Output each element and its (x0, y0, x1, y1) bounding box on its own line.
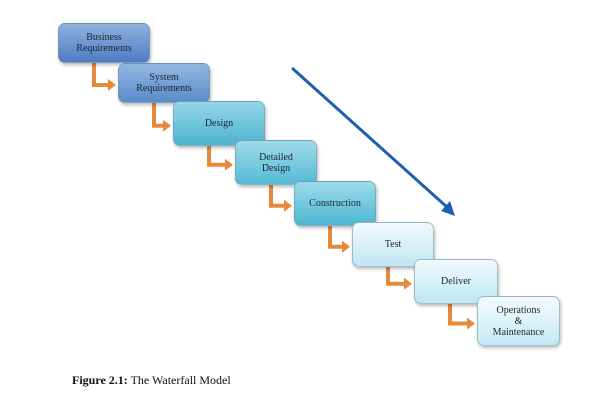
figure-caption: Figure 2.1: The Waterfall Model (72, 373, 231, 388)
connector-arrowhead-4 (284, 199, 292, 212)
connector-arrowhead-2 (163, 119, 171, 132)
stage-detailed-design: Detailed Design (235, 140, 317, 185)
connector-arrowhead-5 (342, 240, 350, 253)
trend-arrowhead (441, 201, 455, 216)
stage-operations-maintenance: Operations & Maintenance (477, 296, 560, 346)
stage-design: Design (173, 101, 265, 146)
connector-arrow-6 (386, 267, 406, 286)
figure-caption-text: The Waterfall Model (130, 373, 231, 387)
stage-construction: Construction (294, 181, 376, 226)
connector-arrow-3 (207, 146, 227, 167)
trend-arrow-line (290, 66, 450, 210)
connector-arrowhead-6 (404, 277, 412, 290)
connector-arrow-1 (92, 63, 110, 87)
stage-system-requirements: System Requirements (118, 63, 210, 103)
stage-business-requirements: Business Requirements (58, 23, 150, 63)
figure-caption-label: Figure 2.1: (72, 373, 128, 387)
connector-arrowhead-1 (108, 79, 116, 91)
connector-arrowhead-3 (225, 158, 233, 171)
connector-arrowhead-7 (467, 317, 475, 330)
connector-arrow-7 (448, 304, 469, 326)
connector-arrow-2 (152, 103, 165, 128)
connector-arrow-5 (328, 226, 344, 249)
connector-arrow-4 (269, 185, 286, 208)
